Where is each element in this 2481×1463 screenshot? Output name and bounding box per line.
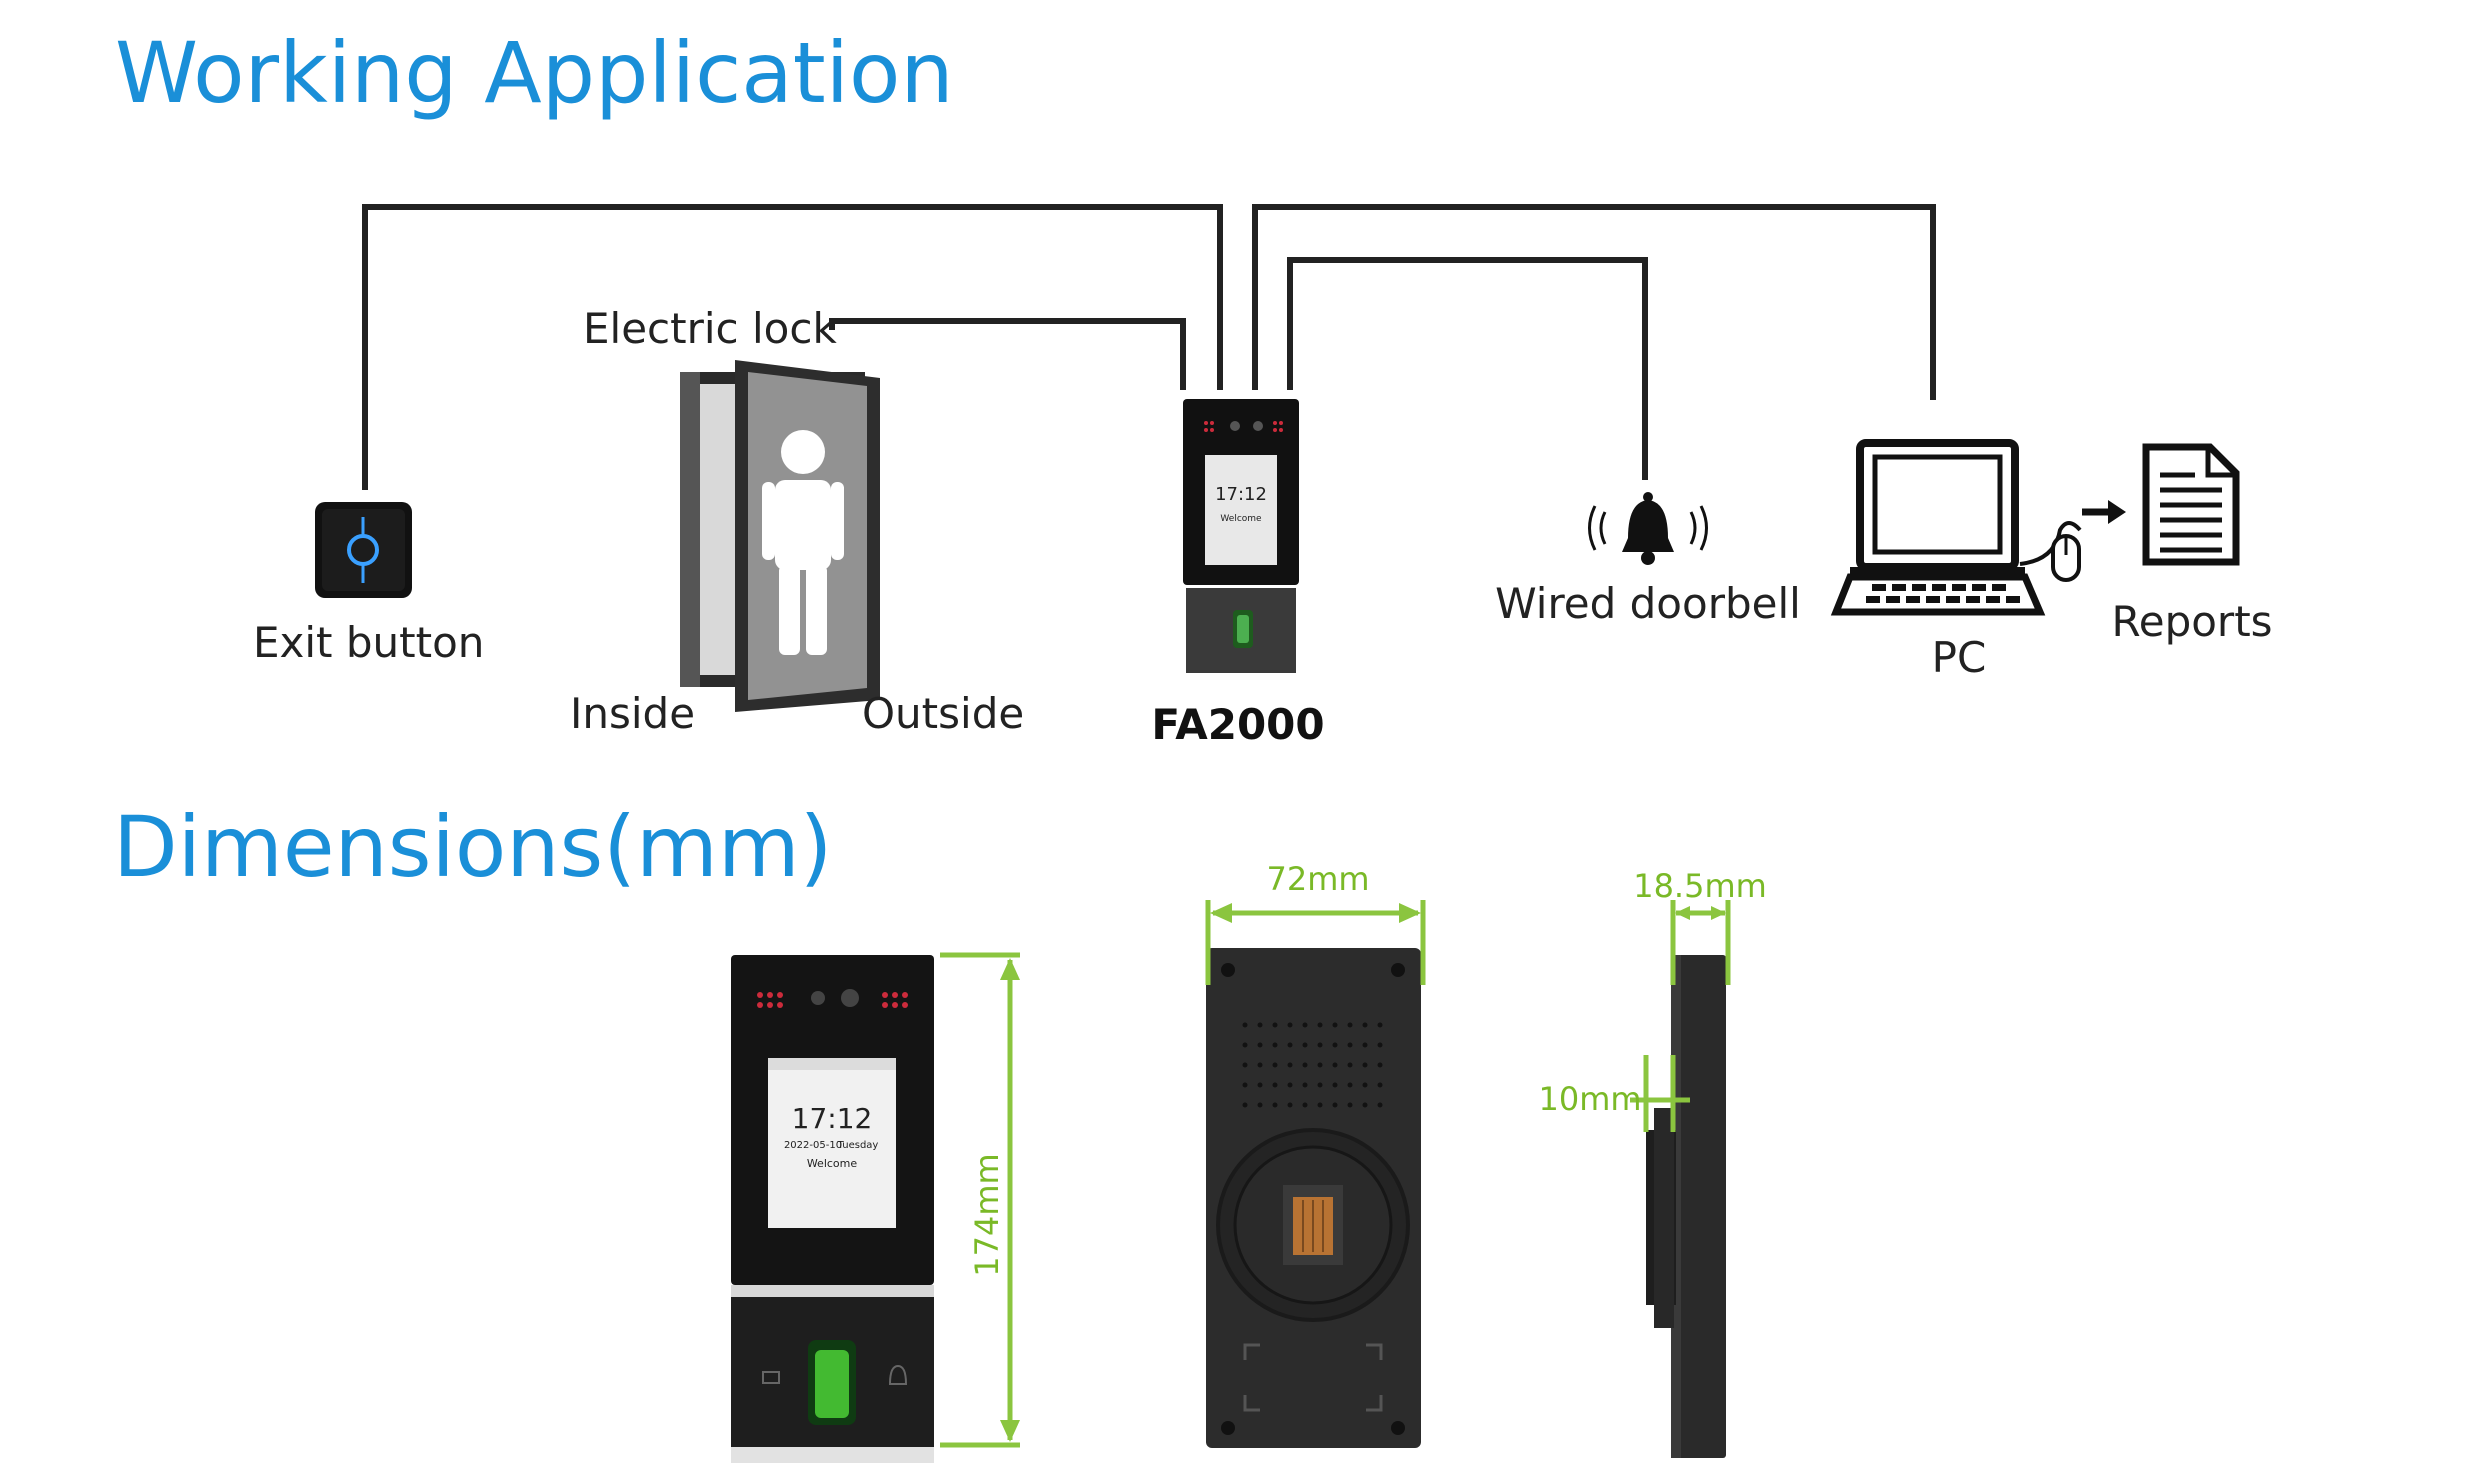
- back-view-device: [1206, 948, 1421, 1448]
- side-view-device: [1646, 955, 1726, 1458]
- front-view-time: 17:12: [792, 1102, 873, 1135]
- card-icon: [762, 1371, 780, 1384]
- reports-label: Reports: [2111, 597, 2272, 646]
- fa2000-small-time: 17:12: [1215, 484, 1267, 505]
- width-dimension-line: [1205, 900, 1426, 985]
- depth-dimension-label: 18.5mm: [1633, 867, 1767, 905]
- electric-lock-label: Electric lock: [583, 304, 837, 353]
- person-icon: [762, 430, 844, 655]
- fa2000-label: FA2000: [1151, 700, 1324, 749]
- exit-button-label: Exit button: [253, 618, 484, 667]
- front-view-screen: [768, 1058, 896, 1228]
- bracket-dimension-line: [1630, 1055, 1690, 1132]
- pc-label: PC: [1932, 633, 1987, 682]
- bell-icon: [888, 1364, 908, 1385]
- wired-doorbell-label: Wired doorbell: [1495, 579, 1801, 628]
- outside-label: Outside: [862, 689, 1024, 738]
- height-dimension-line: [940, 952, 1020, 1448]
- exit-button-device: [315, 502, 412, 598]
- wire-doorbell: [1287, 257, 1648, 480]
- working-application-title: Working Application: [115, 24, 954, 122]
- wire-exit-button: [362, 204, 1223, 490]
- report-document-icon: [2142, 443, 2240, 566]
- front-view-day: Tuesday: [837, 1140, 879, 1151]
- pc-icon: [1830, 439, 2082, 616]
- wire-pc: [1252, 204, 1936, 400]
- mouse-icon: [2051, 534, 2081, 582]
- fa2000-device-small: 17:12 Welcome: [1183, 399, 1299, 673]
- dimensions-title: Dimensions(mm): [113, 798, 832, 896]
- front-view-device: 17:12 2022-05-10 Tuesday Welcome: [731, 955, 934, 1463]
- connection-wires: [362, 204, 1936, 490]
- arrow-icon: [2082, 500, 2126, 524]
- inside-label: Inside: [570, 689, 695, 738]
- height-dimension-label: 174mm: [968, 1153, 1006, 1276]
- fa2000-small-welcome: Welcome: [1220, 514, 1262, 524]
- fa2000-small-screen: [1205, 455, 1277, 565]
- width-dimension-label: 72mm: [1266, 860, 1369, 898]
- front-view-welcome: Welcome: [807, 1157, 858, 1170]
- bracket-dimension-label: 10mm: [1538, 1080, 1641, 1118]
- front-view-date: 2022-05-10: [784, 1140, 842, 1151]
- door-illustration: [680, 360, 880, 712]
- doorbell-icon: [1588, 492, 1708, 565]
- speaker-grille: [1242, 1022, 1383, 1108]
- depth-dimension-line: [1670, 900, 1731, 985]
- wire-electric-lock: [829, 318, 1186, 390]
